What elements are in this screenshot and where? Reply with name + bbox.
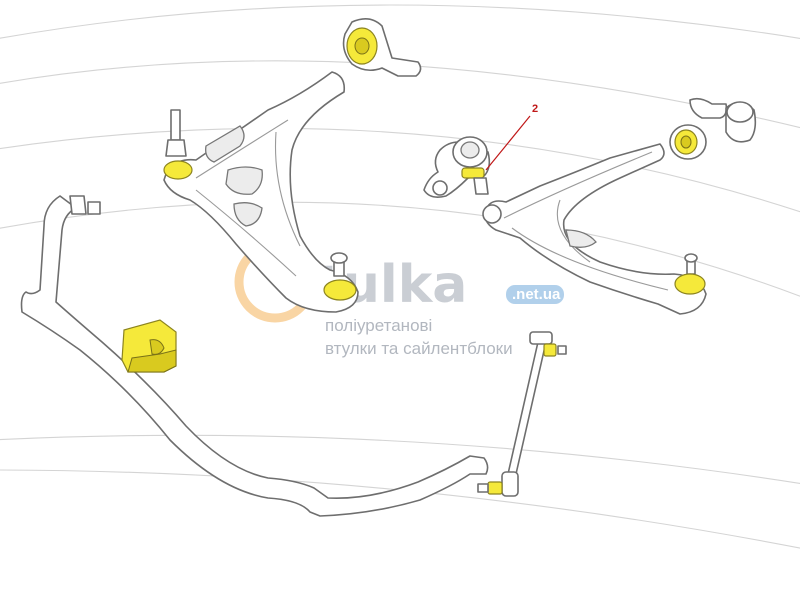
stabilizer-bushing bbox=[121, 319, 177, 373]
left-front-ball-joint bbox=[163, 109, 193, 180]
watermark-tagline-1: поліуретанові bbox=[325, 316, 432, 335]
ball-joint-bushing bbox=[461, 167, 485, 179]
left-arm-cutout-1 bbox=[225, 166, 263, 195]
stabilizer-bar bbox=[20, 195, 489, 517]
callout-number: 2 bbox=[532, 103, 538, 115]
link-lower-bushing bbox=[487, 481, 503, 495]
left-arm-cutout-3 bbox=[205, 125, 245, 163]
stabilizer-link bbox=[477, 331, 567, 497]
right-arm-cutout bbox=[565, 229, 597, 248]
watermark-tld-badge bbox=[506, 285, 564, 304]
right-rear-bushing-parts bbox=[669, 97, 757, 160]
left-ball-joint-boot bbox=[323, 279, 357, 301]
left-front-bushing bbox=[163, 160, 193, 180]
watermark-tagline-2: втулки та сайлентблоки bbox=[325, 339, 513, 358]
link-upper-bushing bbox=[543, 343, 557, 357]
watermark-tld: .net.ua bbox=[512, 286, 561, 303]
right-control-arm bbox=[482, 97, 757, 315]
link-lower-end bbox=[477, 471, 519, 497]
ball-joint-assembly bbox=[423, 136, 491, 198]
left-rear-ball-joint bbox=[323, 252, 357, 301]
callout-2: 2 bbox=[485, 103, 538, 171]
left-control-arm bbox=[163, 18, 422, 313]
right-ball-joint-boot bbox=[674, 273, 706, 295]
left-arm-cutout-2 bbox=[233, 202, 263, 227]
left-rear-bushing bbox=[342, 18, 422, 77]
right-ball-joint bbox=[674, 253, 706, 295]
right-rear-bushing bbox=[669, 124, 707, 160]
link-upper-end bbox=[529, 331, 567, 357]
